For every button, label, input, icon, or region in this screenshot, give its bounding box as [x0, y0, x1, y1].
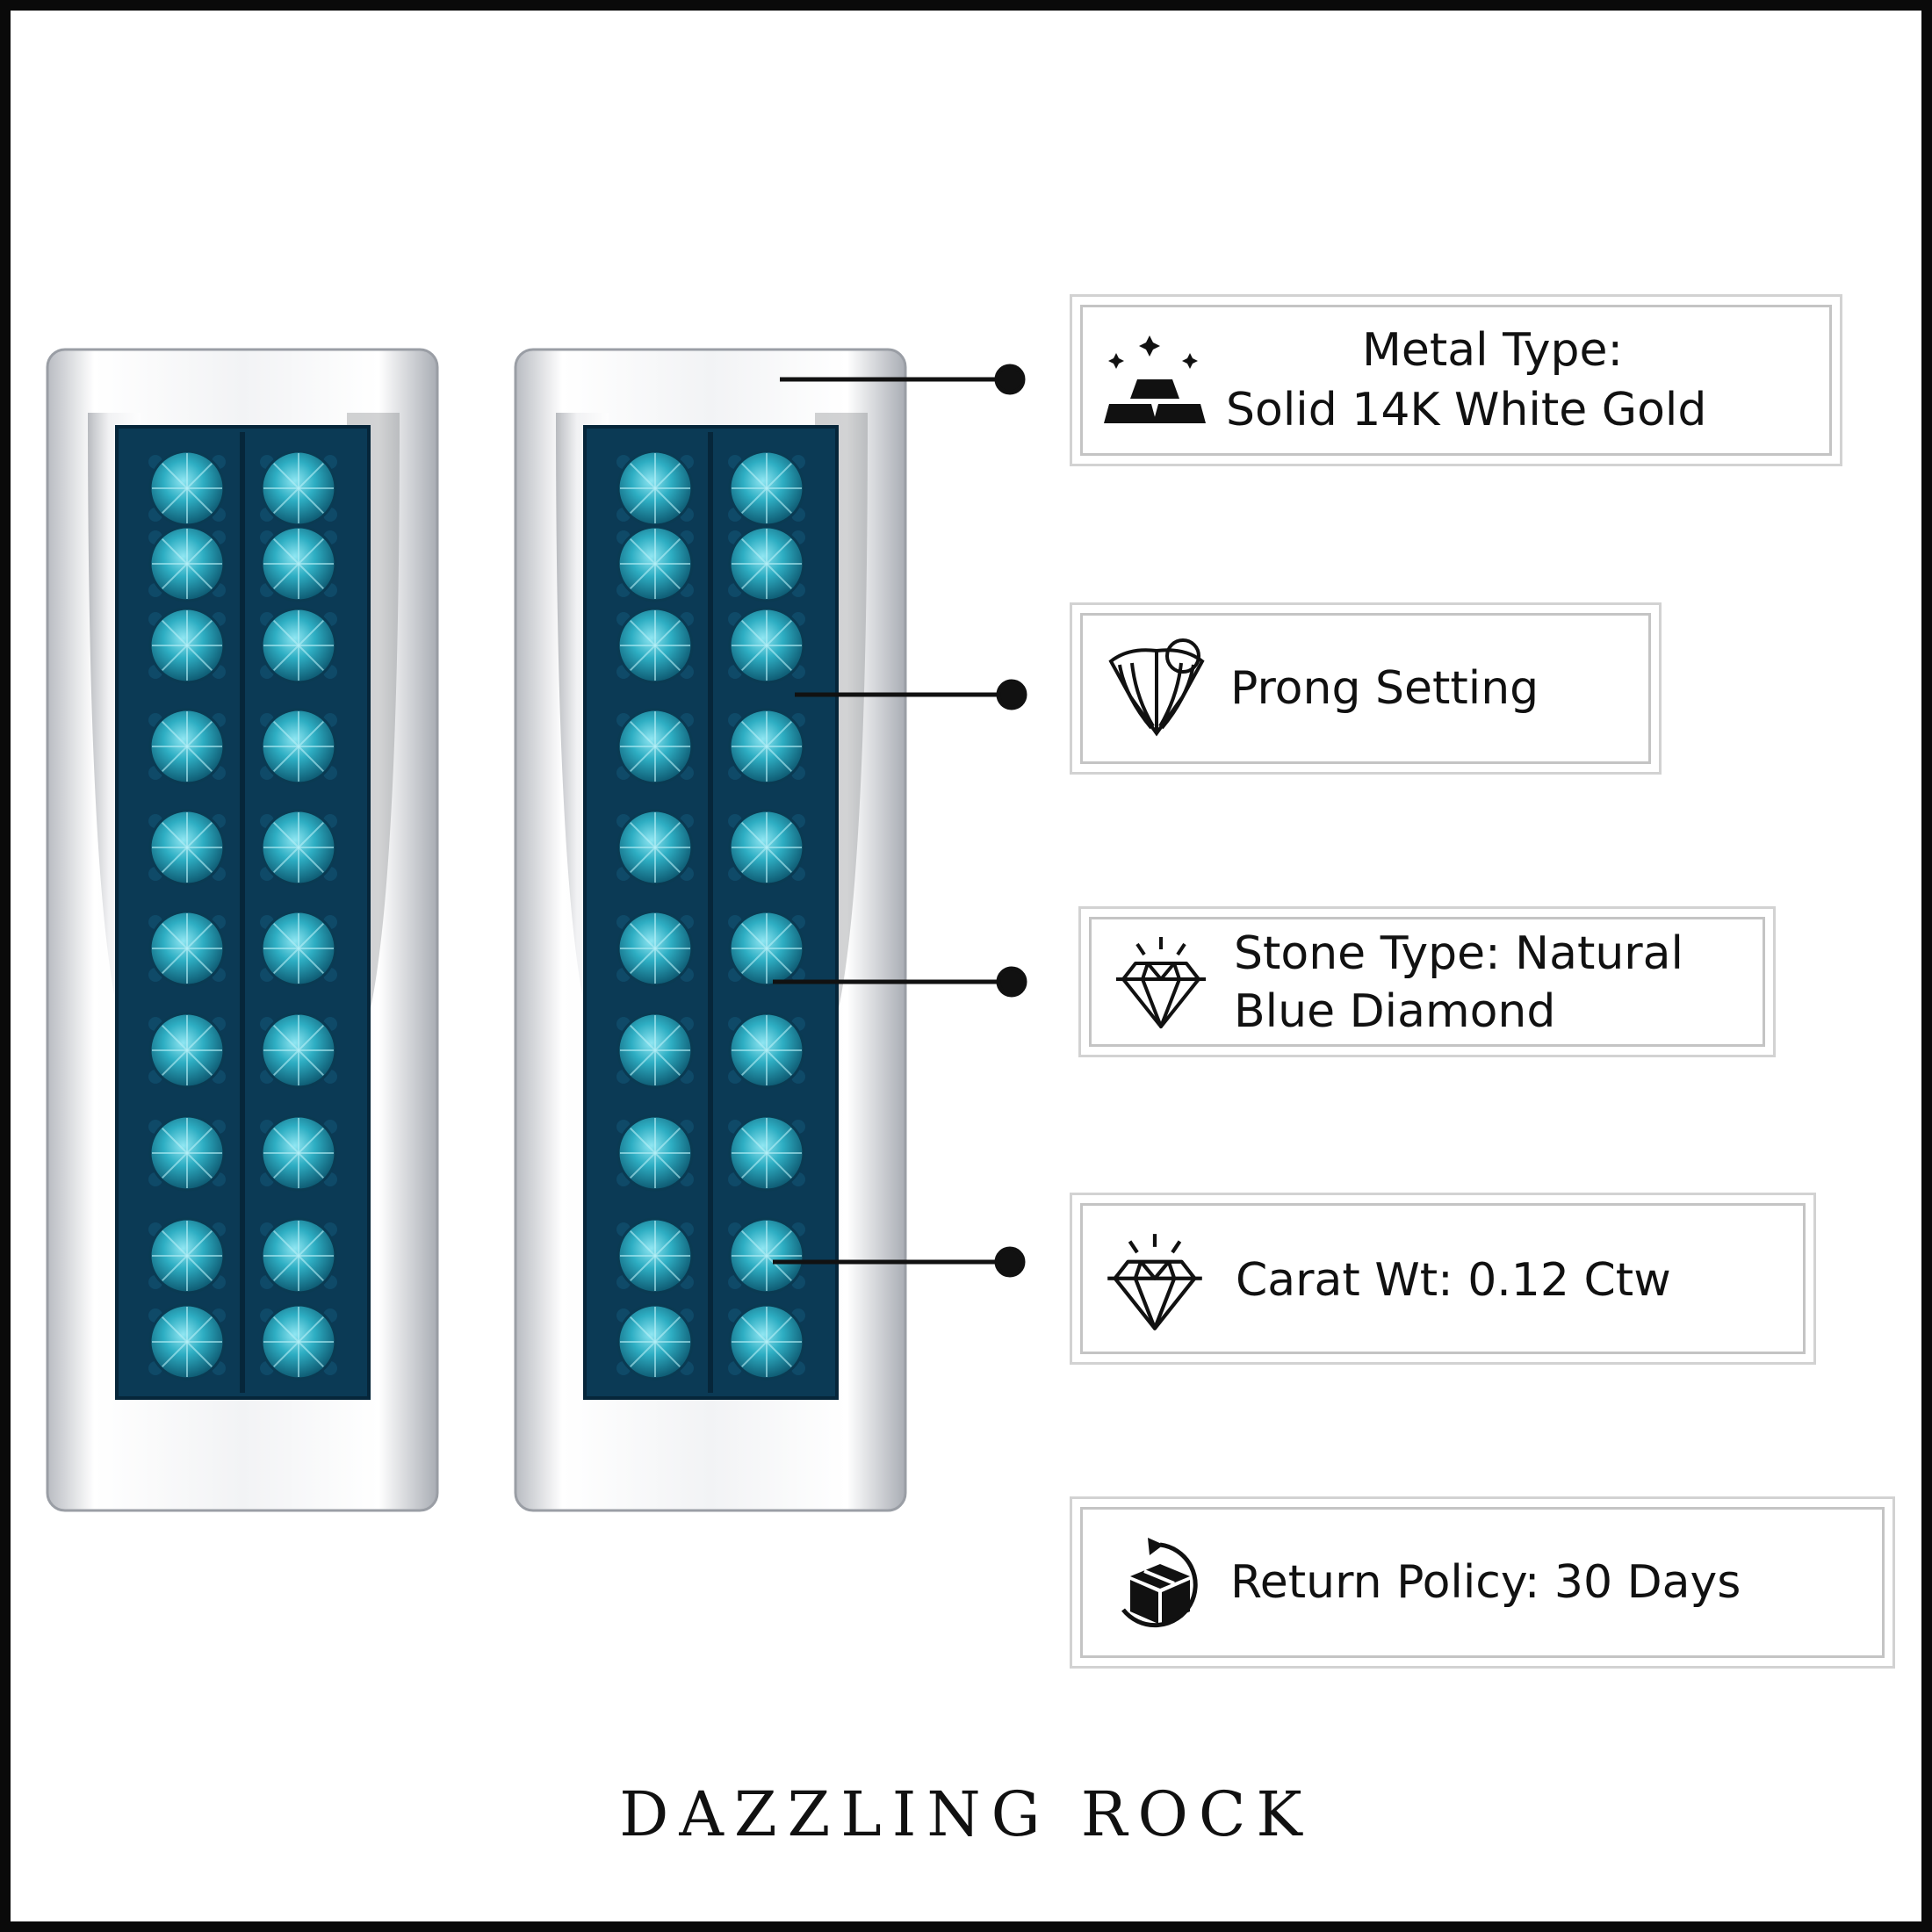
gold-bars-icon [1104, 335, 1206, 423]
earring-right [514, 348, 907, 1512]
diamond-stone [148, 1114, 226, 1192]
diamond-stone [148, 1303, 226, 1381]
diamond-stone [728, 1303, 805, 1381]
diamond-stone [728, 1217, 805, 1294]
diamond-stone [728, 1012, 805, 1089]
diamond-stone [260, 1217, 337, 1294]
return-box-icon [1121, 1538, 1198, 1628]
diamond-stone [260, 607, 337, 684]
diamond-stone [728, 809, 805, 886]
return-policy-label: Return Policy: 30 Days [1230, 1556, 1741, 1609]
diamond-stone [260, 450, 337, 527]
stone-type-value: Blue Diamond [1234, 985, 1556, 1038]
diamond-stone [260, 525, 337, 602]
diamond-stone [260, 1114, 337, 1192]
metal-type-label: Metal Type: [1362, 324, 1624, 377]
diamond-stone [616, 1303, 694, 1381]
feature-card-return-policy: Return Policy: 30 Days [1070, 1496, 1895, 1669]
diamond-stone [260, 1303, 337, 1381]
diamond-stone [148, 910, 226, 987]
brand-logo: DAZZLING ROCK [619, 1778, 1313, 1850]
prong-setting-icon [1108, 638, 1205, 737]
prong-setting-label: Prong Setting [1230, 662, 1539, 715]
diamond-stone [616, 1217, 694, 1294]
feature-card-stone-type: Stone Type: Natural Blue Diamond [1078, 906, 1776, 1057]
diamond-stone [148, 1217, 226, 1294]
diamond-stone [616, 1114, 694, 1192]
diamond-stone [728, 525, 805, 602]
diamond-stone [148, 1012, 226, 1089]
feature-card-carat-weight: Carat Wt: 0.12 Ctw [1070, 1193, 1816, 1365]
diamond-stone [148, 525, 226, 602]
diamond-stone [260, 708, 337, 785]
diamond-stone [616, 450, 694, 527]
diamond-stone [260, 910, 337, 987]
diamond-stone [728, 1114, 805, 1192]
diamond-stone [148, 607, 226, 684]
diamond-sparkle-icon [1116, 937, 1206, 1028]
diamond-sparkle-icon [1107, 1234, 1202, 1330]
diamond-stone [728, 910, 805, 987]
diamond-stone [616, 525, 694, 602]
diamond-stone [260, 809, 337, 886]
diamond-stone [616, 1012, 694, 1089]
callout-lines [773, 364, 1027, 1278]
feature-card-metal-type: Metal Type: Solid 14K White Gold [1070, 294, 1842, 466]
diamond-stone [728, 708, 805, 785]
feature-card-prong-setting: Prong Setting [1070, 602, 1662, 775]
diamond-stone [616, 809, 694, 886]
metal-type-value: Solid 14K White Gold [1226, 384, 1707, 436]
stone-type-label: Stone Type: Natural [1234, 927, 1683, 980]
earring-left [46, 348, 439, 1512]
diamond-stone [260, 1012, 337, 1089]
diamond-stone [148, 450, 226, 527]
diamond-stone [616, 708, 694, 785]
diamond-stone [148, 809, 226, 886]
diamond-stone [616, 607, 694, 684]
diamond-stone [728, 450, 805, 527]
carat-weight-label: Carat Wt: 0.12 Ctw [1236, 1254, 1671, 1307]
diamond-stone [728, 607, 805, 684]
diamond-stone [616, 910, 694, 987]
diamond-stone [148, 708, 226, 785]
